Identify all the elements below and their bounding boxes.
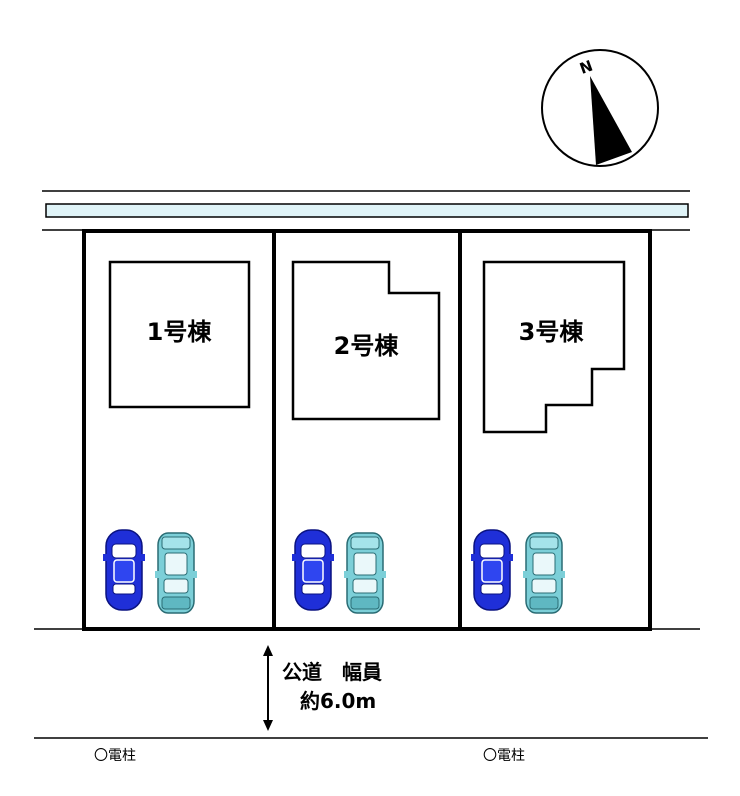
car-teal-lot-2 — [343, 532, 387, 614]
building-1-label: 1号棟 — [147, 318, 213, 346]
road-width-dimension — [263, 645, 273, 731]
car-teal-lot-1 — [154, 532, 198, 614]
road-name: 公道 幅員 — [282, 660, 382, 684]
car-blue-lot-1 — [102, 529, 146, 611]
building-3-label: 3号棟 — [519, 318, 585, 346]
utility-pole-1: 〇電柱 — [94, 748, 136, 764]
car-teal-lot-3 — [522, 532, 566, 614]
lot-2: 2号棟 — [291, 260, 441, 421]
arrow-up-icon — [263, 645, 273, 656]
building-2-label: 2号棟 — [334, 332, 400, 360]
lot-1: 1号棟 — [108, 260, 251, 409]
north-arrow-icon — [590, 76, 632, 165]
north-label: N — [577, 57, 595, 78]
lot-3: 3号棟 — [482, 260, 626, 434]
building-2-footprint — [291, 260, 441, 421]
arrow-down-icon — [263, 720, 273, 731]
car-blue-lot-2 — [291, 529, 335, 611]
utility-pole-2: 〇電柱 — [483, 748, 525, 764]
road-width: 約6.0m — [300, 689, 376, 713]
building-3-footprint — [482, 260, 626, 434]
building-1-footprint — [108, 260, 251, 409]
car-blue-lot-3 — [470, 529, 514, 611]
rear-sidewalk — [45, 203, 689, 218]
compass: N — [541, 49, 659, 167]
